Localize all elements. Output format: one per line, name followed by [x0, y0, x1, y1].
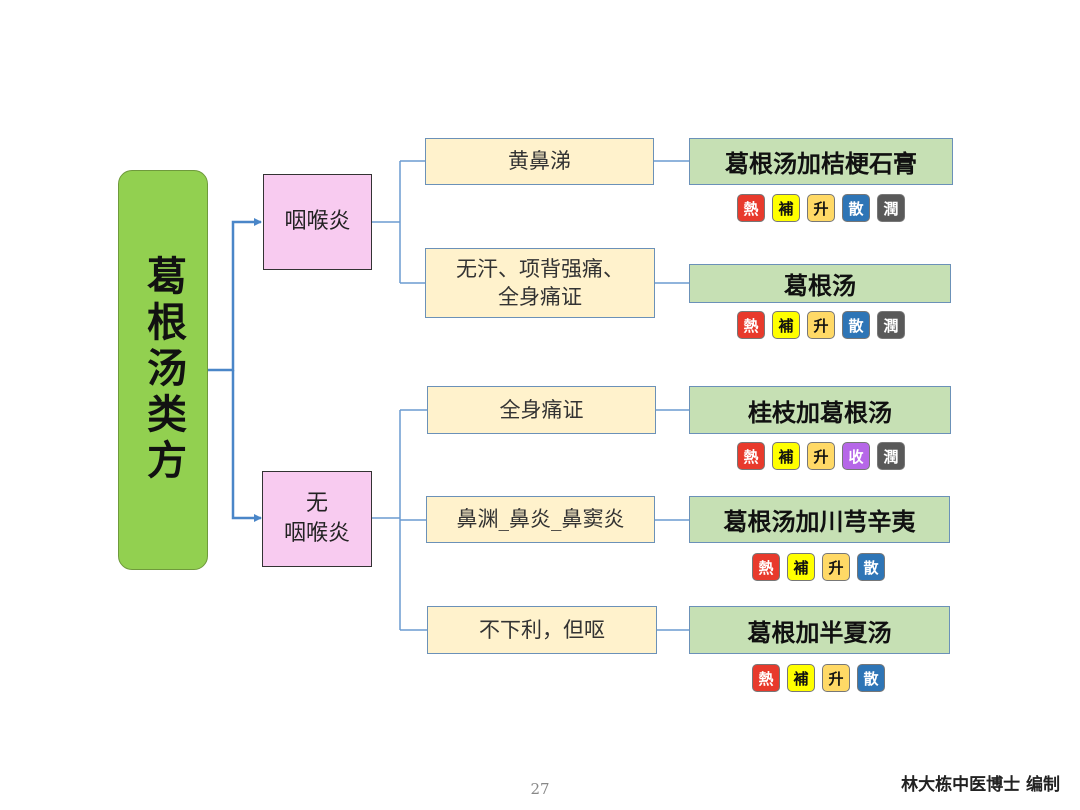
- formula-box: 葛根汤: [689, 264, 951, 303]
- property-badges: 熱補升散: [752, 553, 885, 581]
- symptom-box: 鼻渊_鼻炎_鼻窦炎: [426, 496, 655, 543]
- formula-box: 葛根加半夏汤: [689, 606, 950, 654]
- property-badge: 收: [842, 442, 870, 470]
- formula-box: 葛根汤加桔梗石膏: [689, 138, 953, 185]
- property-badges: 熱補升收潤: [737, 442, 905, 470]
- page-number: 27: [530, 780, 550, 798]
- property-badges: 熱補升散潤: [737, 194, 905, 222]
- property-badge: 散: [842, 311, 870, 339]
- property-badge: 補: [772, 311, 800, 339]
- symptom-box: 不下利，但呕: [427, 606, 657, 654]
- property-badge: 升: [822, 553, 850, 581]
- category-connectors: [372, 160, 427, 631]
- property-badge: 散: [857, 664, 885, 692]
- property-badge: 補: [787, 553, 815, 581]
- property-badge: 潤: [877, 442, 905, 470]
- property-badge: 補: [772, 442, 800, 470]
- author-credit: 林大栋中医博士 编制: [901, 775, 1060, 795]
- property-badges: 熱補升散: [752, 664, 885, 692]
- root-node: 葛根汤类方: [118, 170, 208, 570]
- property-badge: 散: [842, 194, 870, 222]
- property-badge: 熱: [737, 194, 765, 222]
- property-badge: 升: [807, 442, 835, 470]
- category-no-pharyngitis: 无 咽喉炎: [262, 471, 372, 567]
- symptom-box: 全身痛证: [427, 386, 656, 434]
- formula-box: 葛根汤加川芎辛夷: [689, 496, 950, 543]
- root-connectors: [208, 218, 262, 522]
- symptom-box: 无汗、项背强痛、 全身痛证: [425, 248, 655, 318]
- property-badge: 升: [807, 194, 835, 222]
- property-badge: 補: [772, 194, 800, 222]
- property-badge: 熱: [752, 664, 780, 692]
- property-badge: 熱: [752, 553, 780, 581]
- property-badge: 熱: [737, 442, 765, 470]
- property-badges: 熱補升散潤: [737, 311, 905, 339]
- formula-connectors: [654, 160, 689, 631]
- property-badge: 潤: [877, 311, 905, 339]
- category-pharyngitis: 咽喉炎: [263, 174, 372, 270]
- root-title: 葛根汤类方: [140, 255, 187, 485]
- property-badge: 補: [787, 664, 815, 692]
- property-badge: 散: [857, 553, 885, 581]
- property-badge: 潤: [877, 194, 905, 222]
- symptom-box: 黄鼻涕: [425, 138, 654, 185]
- property-badge: 升: [807, 311, 835, 339]
- property-badge: 升: [822, 664, 850, 692]
- property-badge: 熱: [737, 311, 765, 339]
- formula-box: 桂枝加葛根汤: [689, 386, 951, 434]
